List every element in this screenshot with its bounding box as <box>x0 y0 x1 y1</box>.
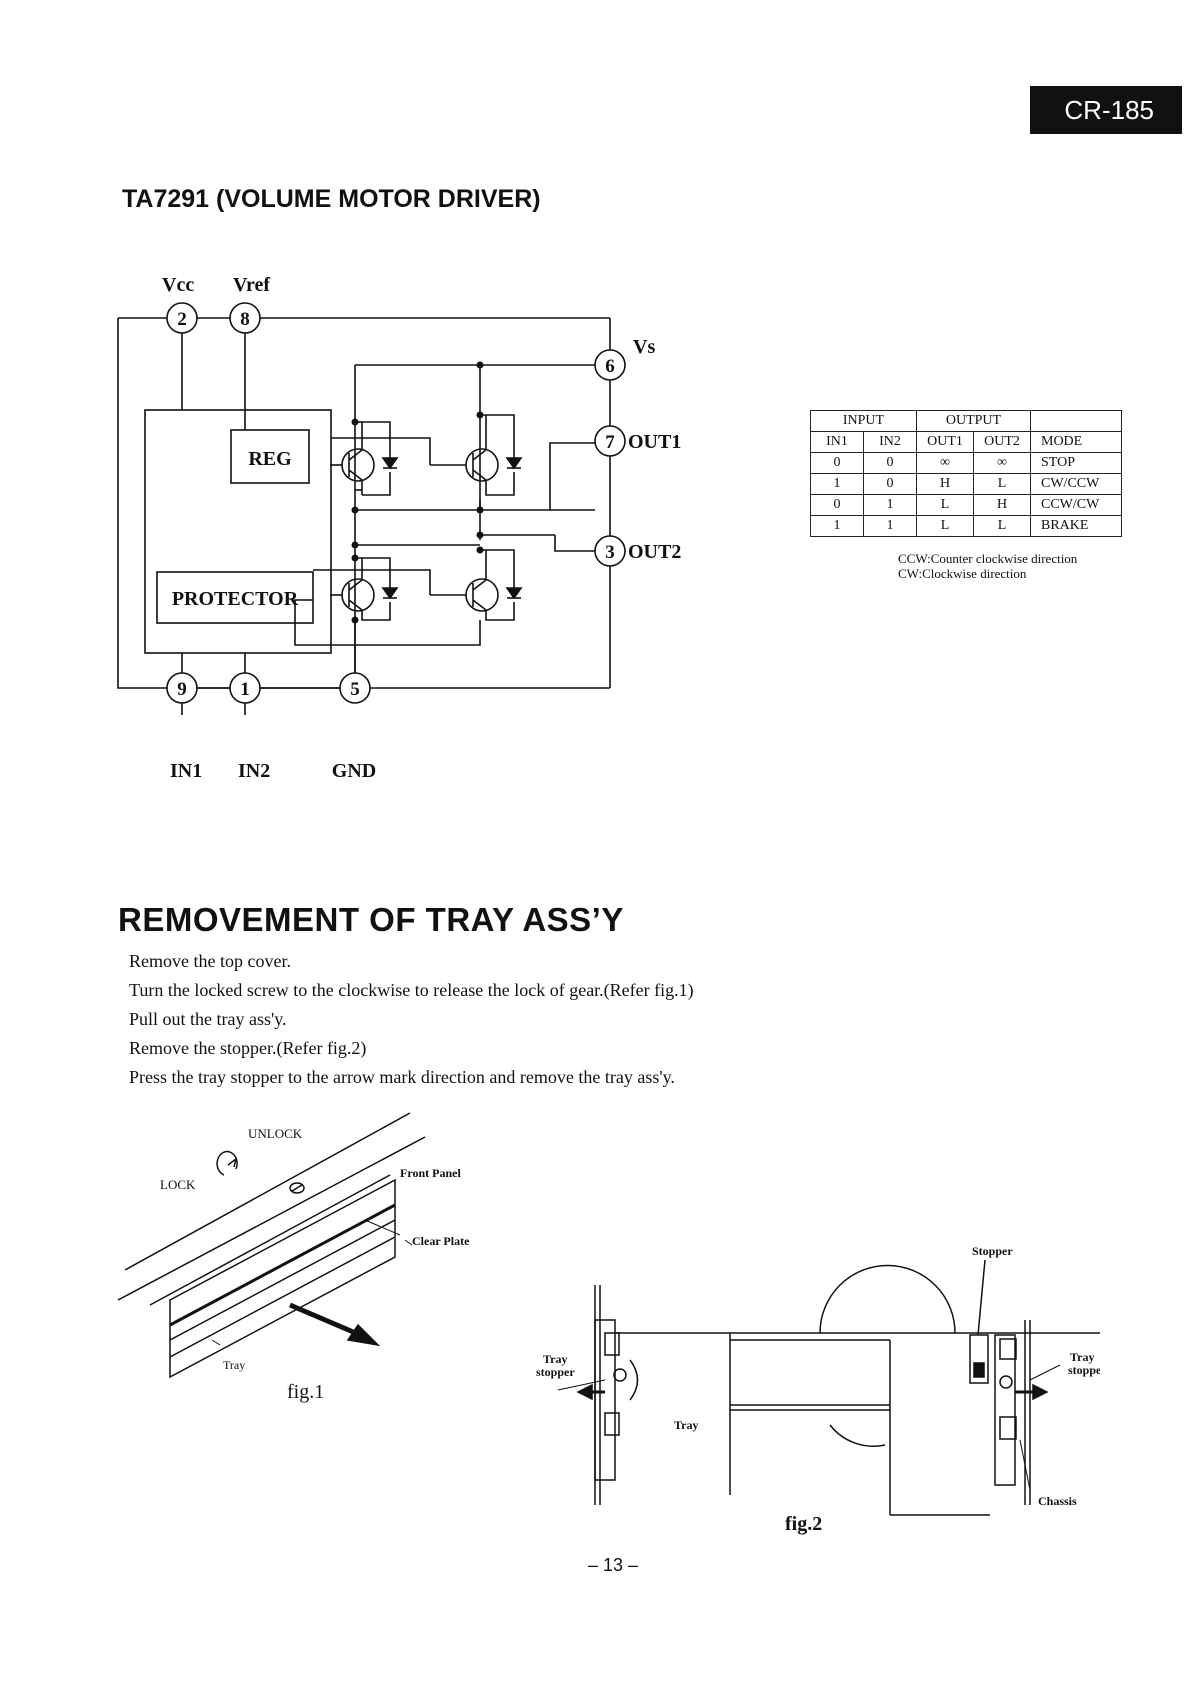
table-header-row: INPUT OUTPUT <box>810 410 1122 432</box>
pin-label-vcc: Vcc <box>162 274 194 296</box>
pin-8-number: 8 <box>240 309 250 330</box>
group-header-input: INPUT <box>810 410 917 432</box>
page-number: – 13 – <box>588 1555 639 1575</box>
pin-5-number: 5 <box>350 679 360 700</box>
column-header: IN1 <box>810 431 864 453</box>
pin-3-circle <box>594 535 626 567</box>
pin-6-circle <box>594 349 626 381</box>
model-badge: CR-185 <box>1030 86 1182 134</box>
pin-label-in1: IN1 <box>170 760 202 782</box>
pin-8-circle <box>229 302 261 334</box>
truth-table: INPUT OUTPUT IN1 IN2 OUT1 OUT2 MODE 0 0 … <box>810 410 1122 537</box>
step-item: Pull out the tray ass'y. <box>129 1009 287 1029</box>
fig2-label-tray-stopper-right: Tray <box>1070 1350 1094 1364</box>
pin-label-in2: IN2 <box>238 760 270 782</box>
table-row: 0 1 L H CCW/CW <box>810 494 1122 516</box>
step-item: Remove the stopper.(Refer fig.2) <box>129 1038 367 1058</box>
protector-block-label: PROTECTOR <box>172 588 299 610</box>
fig2-label-tray-stopper-left: Tray <box>543 1352 567 1366</box>
step-item: Remove the top cover. <box>129 951 291 971</box>
section-title: REMOVEMENT OF TRAY ASS’Y <box>118 901 624 938</box>
table-cell: ∞ <box>973 452 1031 474</box>
table-row: 0 0 ∞ ∞ STOP <box>810 452 1122 474</box>
table-cell: L <box>973 473 1031 495</box>
table-cell: H <box>973 494 1031 516</box>
column-header: OUT1 <box>916 431 974 453</box>
table-cell: 0 <box>863 473 917 495</box>
fig1-illustration <box>117 1112 426 1379</box>
table-cell: 0 <box>810 494 864 516</box>
fig1-label-tray: Tray <box>223 1358 245 1372</box>
table-cell: 0 <box>863 452 917 474</box>
fig2-illustration <box>557 1259 1100 1516</box>
pin-1-number: 1 <box>240 679 250 700</box>
fig1-label-lock: LOCK <box>160 1177 196 1192</box>
pin-2-circle <box>166 302 198 334</box>
pin-2-number: 2 <box>177 309 187 330</box>
fig1-label-unlock: UNLOCK <box>248 1126 303 1141</box>
pin-label-out2: OUT2 <box>628 541 681 563</box>
motor-driver-circuit-diagram: 2 8 6 7 3 9 1 5 Vcc Vref Vs OUT1 OUT2 IN… <box>117 274 681 782</box>
pin-6-number: 6 <box>605 356 615 377</box>
table-cell: 1 <box>810 515 864 537</box>
table-cell: L <box>973 515 1031 537</box>
table-cell: 0 <box>810 452 864 474</box>
fig1-label-front-panel: Front Panel <box>400 1166 461 1180</box>
table-column-row: IN1 IN2 OUT1 OUT2 MODE <box>810 431 1122 453</box>
table-cell: L <box>916 494 974 516</box>
table-cell: L <box>916 515 974 537</box>
column-header: OUT2 <box>973 431 1031 453</box>
table-cell: CW/CCW <box>1030 473 1122 495</box>
step-item: Turn the locked screw to the clockwise t… <box>129 980 694 1000</box>
fig2-caption: fig.2 <box>785 1513 822 1535</box>
pin-9-number: 9 <box>177 679 187 700</box>
table-cell: 1 <box>810 473 864 495</box>
pin-label-vs: Vs <box>633 336 655 358</box>
table-cell: BRAKE <box>1030 515 1122 537</box>
pin-label-out1: OUT1 <box>628 431 681 453</box>
fig2-label-tray-stopper-left: stopper <box>536 1365 575 1379</box>
table-cell: CCW/CW <box>1030 494 1122 516</box>
table-cell: ∞ <box>916 452 974 474</box>
column-header: MODE <box>1030 431 1122 453</box>
table-cell: H <box>916 473 974 495</box>
step-item: Press the tray stopper to the arrow mark… <box>129 1067 675 1087</box>
fig1-caption: fig.1 <box>287 1381 324 1403</box>
ic-title: TA7291 (VOLUME MOTOR DRIVER) <box>122 185 541 213</box>
reg-block-label: REG <box>248 448 292 470</box>
fig2-label-stopper: Stopper <box>972 1244 1013 1258</box>
table-cell: 1 <box>863 515 917 537</box>
group-header-output: OUTPUT <box>916 410 1031 432</box>
fig2-label-tray-stopper-right: stopper <box>1068 1363 1100 1377</box>
table-row: 1 1 L L BRAKE <box>810 515 1122 537</box>
fig2-label-chassis: Chassis <box>1038 1494 1077 1508</box>
pin-label-vref: Vref <box>233 274 270 296</box>
table-note-cw: CW:Clockwise direction <box>898 566 1027 581</box>
fig2-label-tray: Tray <box>674 1418 698 1432</box>
table-cell: 1 <box>863 494 917 516</box>
pin-5-circle <box>339 672 371 704</box>
tray-figures: UNLOCK LOCK Front Panel Clear Plate Tray… <box>117 1112 1100 1535</box>
column-header: IN2 <box>863 431 917 453</box>
table-row: 1 0 H L CW/CCW <box>810 473 1122 495</box>
pin-9-circle <box>166 672 198 704</box>
table-cell: STOP <box>1030 452 1122 474</box>
fig1-label-clear-plate: Clear Plate <box>412 1234 470 1248</box>
pin-3-number: 3 <box>605 542 615 563</box>
pin-7-circle <box>594 425 626 457</box>
table-note-ccw: CCW:Counter clockwise direction <box>898 551 1078 566</box>
pin-1-circle <box>229 672 261 704</box>
group-header-blank <box>1030 410 1122 432</box>
pin-label-gnd: GND <box>332 760 376 782</box>
pin-7-number: 7 <box>605 432 615 453</box>
